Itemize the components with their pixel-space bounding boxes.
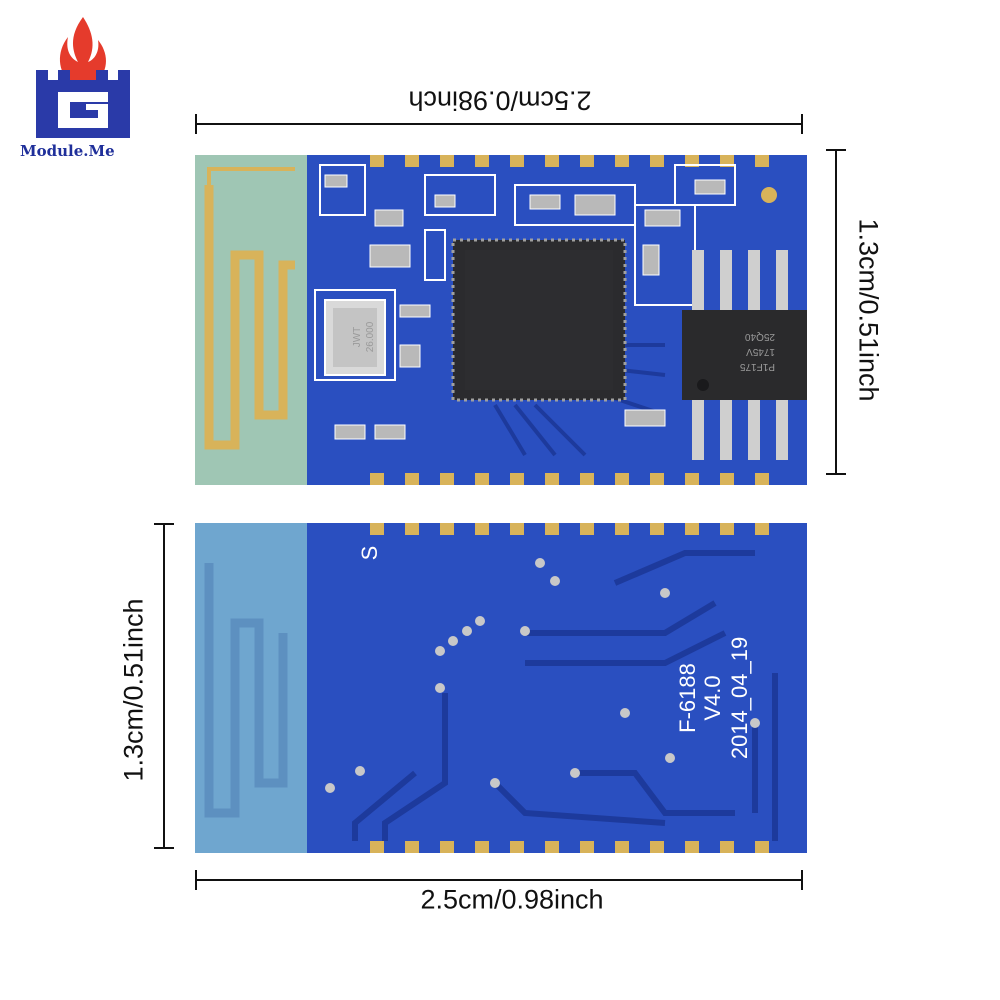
bottom-height-dimension-line bbox=[154, 523, 174, 849]
antenna-trace bbox=[204, 185, 295, 450]
antenna-area-back bbox=[195, 523, 307, 853]
brand-name: Module.Me bbox=[20, 142, 115, 160]
crystal-marking-2: 26.000 bbox=[365, 321, 376, 352]
top-edge-pads bbox=[370, 155, 769, 167]
top-height-label: 1.3cm/0.51inch bbox=[853, 218, 884, 402]
top-module-board: JWT 26.000 25Q40 1745V P1F175 bbox=[195, 155, 807, 485]
bottom-edge-pads-back bbox=[370, 841, 769, 853]
top-edge-pads-back bbox=[370, 523, 769, 535]
bottom-width-label: 2.5cm/0.98inch bbox=[420, 884, 604, 915]
crystal-oscillator: JWT 26.000 bbox=[324, 299, 386, 376]
top-width-label: 2.5cm/0.98inch bbox=[408, 85, 592, 116]
flash-marking-1: 25Q40 bbox=[745, 331, 775, 342]
brand-logo bbox=[28, 12, 138, 147]
flame-tower-g-icon bbox=[36, 17, 130, 138]
mounting-pad bbox=[761, 187, 777, 203]
flash-chip: 25Q40 1745V P1F175 bbox=[682, 250, 807, 460]
bottom-edge-pads bbox=[370, 473, 769, 485]
crystal-marking-1: JWT bbox=[352, 327, 363, 348]
top-width-dimension-line bbox=[195, 114, 803, 134]
flash-marking-3: P1F175 bbox=[740, 361, 775, 372]
model-marking: F-6188 bbox=[675, 663, 700, 733]
bottom-width-dimension-line bbox=[195, 870, 803, 890]
bottom-height-label: 1.3cm/0.51inch bbox=[118, 598, 149, 782]
bottom-module-board: S F-6188 V4.0 2014_04_19 bbox=[195, 523, 807, 853]
side-marking: S bbox=[357, 546, 382, 561]
mcu-chip bbox=[451, 238, 627, 402]
top-height-dimension-line bbox=[826, 149, 846, 475]
version-marking: V4.0 bbox=[700, 675, 725, 720]
date-marking: 2014_04_19 bbox=[727, 637, 752, 759]
flash-marking-2: 1745V bbox=[746, 346, 775, 357]
antenna-area bbox=[195, 155, 307, 485]
